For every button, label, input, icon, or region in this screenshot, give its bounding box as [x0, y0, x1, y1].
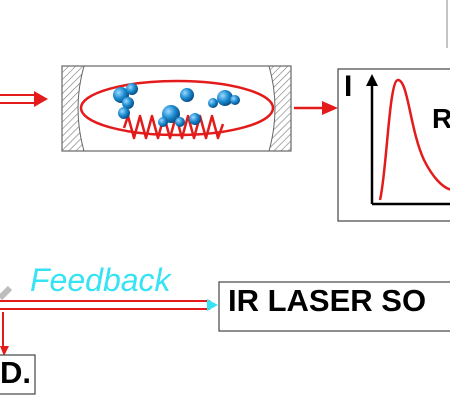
input-arrow	[0, 91, 48, 107]
feedback-arrow	[0, 299, 218, 311]
graph-label: R	[432, 103, 450, 134]
down-arrow	[0, 312, 9, 356]
output-arrow	[294, 101, 338, 115]
ir-laser-source-box	[218, 281, 450, 332]
corner-box-label: D.	[0, 355, 31, 390]
ir-laser-source-label: IR LASER SO	[228, 283, 427, 318]
feedback-label: Feedback	[30, 262, 171, 298]
spectrum-panel	[337, 68, 450, 222]
mirror-icon	[0, 285, 13, 301]
molecule-icon	[113, 83, 240, 127]
intensity-axis-label: I	[344, 70, 353, 103]
corner-box	[0, 354, 36, 395]
